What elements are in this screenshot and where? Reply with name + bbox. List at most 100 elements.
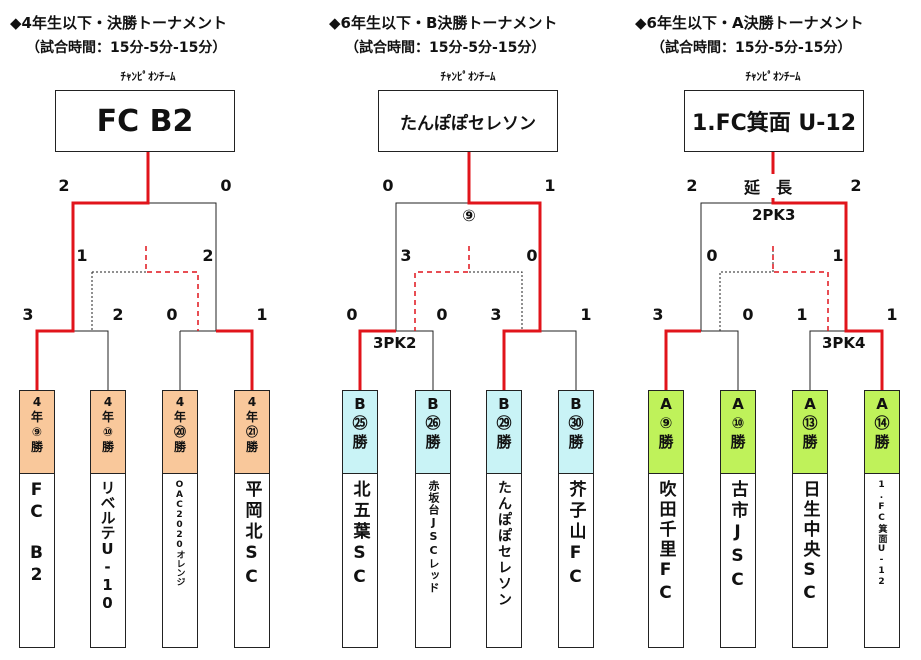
b3-seed-3: A ⑬ 勝 bbox=[792, 390, 828, 474]
b2-first-score-1: 0 bbox=[346, 305, 358, 324]
team-name: OAC2020オレンジ bbox=[174, 480, 185, 586]
b3-final-pk: 2PK3 bbox=[752, 206, 796, 224]
b2-final-score-right: 1 bbox=[544, 176, 556, 195]
b2-seed-4: B ㉚ 勝 bbox=[558, 390, 594, 474]
b2-line-winner-left bbox=[358, 329, 396, 390]
seed-line: ⑩ bbox=[102, 425, 114, 439]
seed-line: ㉖ bbox=[425, 413, 441, 432]
team-name: リベルテU-10 bbox=[98, 480, 117, 612]
b1-team-box-2: リベルテU-10 bbox=[90, 474, 126, 648]
b3-right-pk: 3PK4 bbox=[822, 334, 866, 352]
seed-line: 年 bbox=[30, 410, 43, 424]
b1-team-box-3: OAC2020オレンジ bbox=[162, 474, 198, 648]
b2-line-final-left bbox=[359, 202, 469, 390]
b1-first-score-4: 1 bbox=[256, 305, 268, 324]
b1-line-semi-left-dotted bbox=[91, 271, 146, 331]
seed-line: 勝 bbox=[874, 432, 890, 451]
b1-line-semi-left-loser bbox=[73, 330, 109, 390]
b2-final-score-left: 0 bbox=[382, 176, 394, 195]
seed-line: ⑬ bbox=[802, 413, 818, 432]
seed-line: ㉕ bbox=[352, 413, 368, 432]
b2-line-first-2-loser bbox=[540, 330, 577, 390]
b2-line-semi-right-dotted bbox=[469, 271, 523, 331]
b1-semi-score-right: 2 bbox=[202, 246, 214, 265]
b1-champion-label: ﾁｬﾝﾋﾟｵﾝﾁｰﾑ bbox=[120, 70, 176, 83]
b2-line-first-1-loser bbox=[396, 330, 434, 390]
b1-final-score-right: 0 bbox=[220, 176, 232, 195]
team-name: 1.FC箕面U-12 bbox=[876, 480, 887, 588]
seed-line: ⑨ bbox=[659, 413, 673, 432]
b1-team-box-4: 平岡北SC bbox=[234, 474, 270, 648]
b2-semi-score-left: 3 bbox=[400, 246, 412, 265]
b3-line-first-1-loser bbox=[701, 330, 739, 390]
b3-team-box-2: 古市JSC bbox=[720, 474, 756, 648]
b3-semi-score-right: 1 bbox=[832, 246, 844, 265]
team-name: FC B2 bbox=[26, 480, 47, 587]
b2-title: ◆6年生以下・B決勝トーナメント bbox=[329, 14, 558, 32]
seed-line: 年 bbox=[245, 410, 258, 424]
team-name: 日生中央SC bbox=[799, 480, 820, 606]
b2-game-number-text: ⑨ bbox=[462, 205, 476, 225]
b2-first-score-3: 3 bbox=[490, 305, 502, 324]
b2-line-winner bbox=[467, 152, 542, 390]
b1-seed-4: 4 年 ㉑ 勝 bbox=[234, 390, 270, 474]
b2-team-box-2: 赤坂台JSCレッド bbox=[415, 474, 451, 648]
seed-line: 勝 bbox=[245, 440, 258, 454]
seed-line: 4 bbox=[103, 395, 113, 409]
b2-team-box-4: 芥子山FC bbox=[558, 474, 594, 648]
b3-first-score-4: 1 bbox=[886, 305, 898, 324]
b2-team-box-1: 北五葉SC bbox=[342, 474, 378, 648]
team-name: 古市JSC bbox=[727, 480, 748, 594]
seed-line: A bbox=[732, 395, 744, 413]
b3-seed-1: A ⑨ 勝 bbox=[648, 390, 684, 474]
b2-subtitle: （試合時間：15分-5分-15分） bbox=[345, 40, 546, 56]
seed-line: 勝 bbox=[730, 432, 746, 451]
seed-line: A bbox=[804, 395, 816, 413]
b3-line-winner-left bbox=[664, 329, 701, 390]
b1-line-final-right bbox=[148, 202, 253, 390]
seed-line: ㉑ bbox=[245, 425, 258, 439]
b1-final-score-left: 2 bbox=[58, 176, 70, 195]
b2-first-score-2: 0 bbox=[436, 305, 448, 324]
b2-team-box-3: たんぽぽセレソン bbox=[486, 474, 522, 648]
b3-title: ◆6年生以下・A決勝トーナメント bbox=[635, 14, 864, 32]
b3-seed-4: A ⑭ 勝 bbox=[864, 390, 900, 474]
seed-line: 4 bbox=[32, 395, 42, 409]
team-name: たんぽぽセレソン bbox=[496, 480, 512, 608]
b3-first-score-2: 0 bbox=[742, 305, 754, 324]
b1-first-score-3: 0 bbox=[166, 305, 178, 324]
b1-line-semi-right-dashed bbox=[145, 246, 199, 331]
b3-first-score-1: 3 bbox=[652, 305, 664, 324]
seed-line: 年 bbox=[173, 410, 186, 424]
b1-seed-2: 4 年 ⑩ 勝 bbox=[90, 390, 126, 474]
b3-line-first-2-loser bbox=[809, 330, 846, 390]
b2-seed-3: B ㉙ 勝 bbox=[486, 390, 522, 474]
seed-line: ⑩ bbox=[731, 413, 745, 432]
seed-line: 勝 bbox=[496, 432, 512, 451]
b1-seed-1: 4 年 ⑨ 勝 bbox=[19, 390, 55, 474]
b1-line-winner-left bbox=[35, 152, 150, 390]
seed-line: ⑭ bbox=[874, 413, 890, 432]
b3-final-score-right: 2 bbox=[850, 176, 862, 195]
b2-first-score-4: 1 bbox=[580, 305, 592, 324]
seed-line: 勝 bbox=[802, 432, 818, 451]
b3-seed-2: A ⑩ 勝 bbox=[720, 390, 756, 474]
b2-semi-score-right: 0 bbox=[526, 246, 538, 265]
b3-team-box-1: 吹田千里FC bbox=[648, 474, 684, 648]
team-name: 吹田千里FC bbox=[655, 480, 676, 606]
seed-line: 勝 bbox=[425, 432, 441, 451]
seed-line: 4 bbox=[175, 395, 185, 409]
seed-line: 年 bbox=[101, 410, 114, 424]
seed-line: 勝 bbox=[568, 432, 584, 451]
seed-line: 勝 bbox=[101, 440, 114, 454]
b1-first-score-1: 3 bbox=[22, 305, 34, 324]
b1-first-score-2: 2 bbox=[112, 305, 124, 324]
b1-title: ◆4年生以下・決勝トーナメント bbox=[10, 14, 227, 32]
b1-seed-3: 4 年 ⑳ 勝 bbox=[162, 390, 198, 474]
seed-line: B bbox=[354, 395, 366, 413]
seed-line: ⑨ bbox=[31, 425, 43, 439]
seed-line: 勝 bbox=[352, 432, 368, 451]
b2-left-pk: 3PK2 bbox=[373, 334, 417, 352]
seed-line: A bbox=[660, 395, 672, 413]
b2-seed-2: B ㉖ 勝 bbox=[415, 390, 451, 474]
